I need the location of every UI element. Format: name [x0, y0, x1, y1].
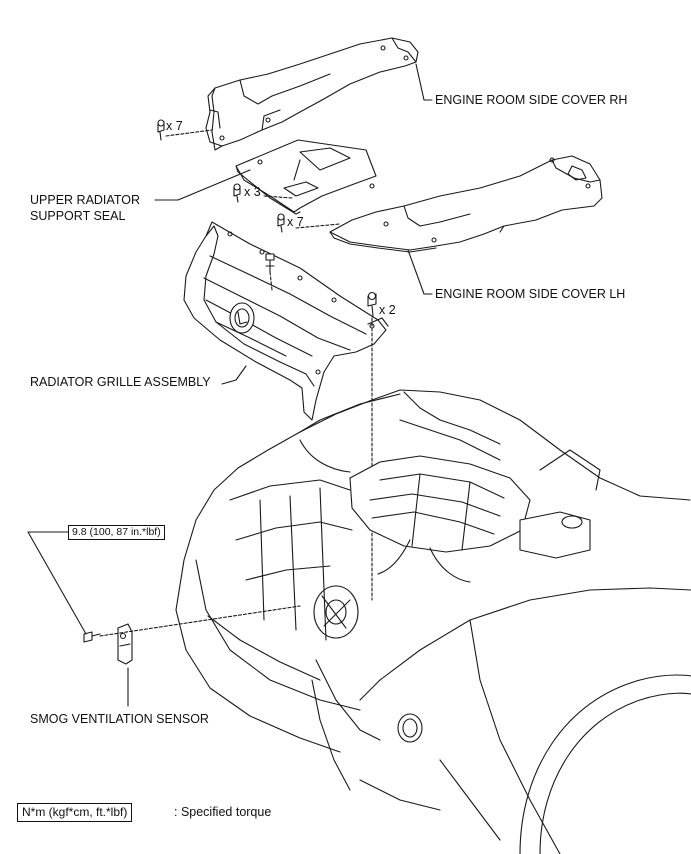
qty-grille-clips: x 2: [379, 303, 396, 317]
label-upper-radiator-support-seal-line2: SUPPORT SEAL: [30, 209, 126, 223]
label-engine-room-side-cover-lh: ENGINE ROOM SIDE COVER LH: [435, 287, 626, 301]
legend-description: : Specified torque: [174, 805, 272, 819]
lh-cover-leader-dashed: [295, 223, 341, 229]
radiator-grille-assembly: [183, 221, 389, 421]
grille-bolt: [265, 253, 275, 273]
label-upper-radiator-support-seal-line1: UPPER RADIATOR: [30, 193, 140, 207]
label-engine-room-side-cover-rh: ENGINE ROOM SIDE COVER RH: [435, 93, 628, 107]
seal-label-leader: [154, 169, 251, 201]
engine-room-side-cover-lh: [329, 155, 603, 253]
sensor-leader-dashed: [99, 605, 301, 637]
vehicle-body: [175, 389, 691, 854]
grille-label-leader: [221, 365, 247, 385]
torque-leader: [27, 531, 87, 635]
qty-lh-cover-clips: x 7: [287, 215, 304, 229]
legend-unit-box: N*m (kgf*cm, ft.*lbf): [17, 803, 133, 822]
clip-seal: [233, 183, 241, 203]
sensor-bolt: [83, 631, 101, 643]
clip-rh-cover: [157, 119, 165, 141]
smog-ventilation-sensor: [117, 623, 133, 665]
seal-leader-dashed: [263, 195, 293, 199]
rh-cover-leader-dashed: [165, 129, 213, 137]
clip-grille: [367, 291, 377, 317]
upper-radiator-support-seal: [235, 139, 377, 215]
torque-spec-box: 9.8 (100, 87 in.*lbf): [68, 525, 165, 540]
label-radiator-grille-assembly: RADIATOR GRILLE ASSEMBLY: [30, 375, 211, 389]
label-smog-ventilation-sensor: SMOG VENTILATION SENSOR: [30, 712, 209, 726]
engine-room-side-cover-rh: [205, 37, 419, 151]
qty-seal-clips: x 3: [244, 185, 261, 199]
rh-cover-label-leader: [415, 63, 433, 101]
lh-cover-label-leader: [407, 249, 433, 295]
clip-lh-cover: [277, 213, 285, 233]
qty-rh-cover-clips: x 7: [166, 119, 183, 133]
grille-leader-dashed-2: [269, 271, 273, 291]
